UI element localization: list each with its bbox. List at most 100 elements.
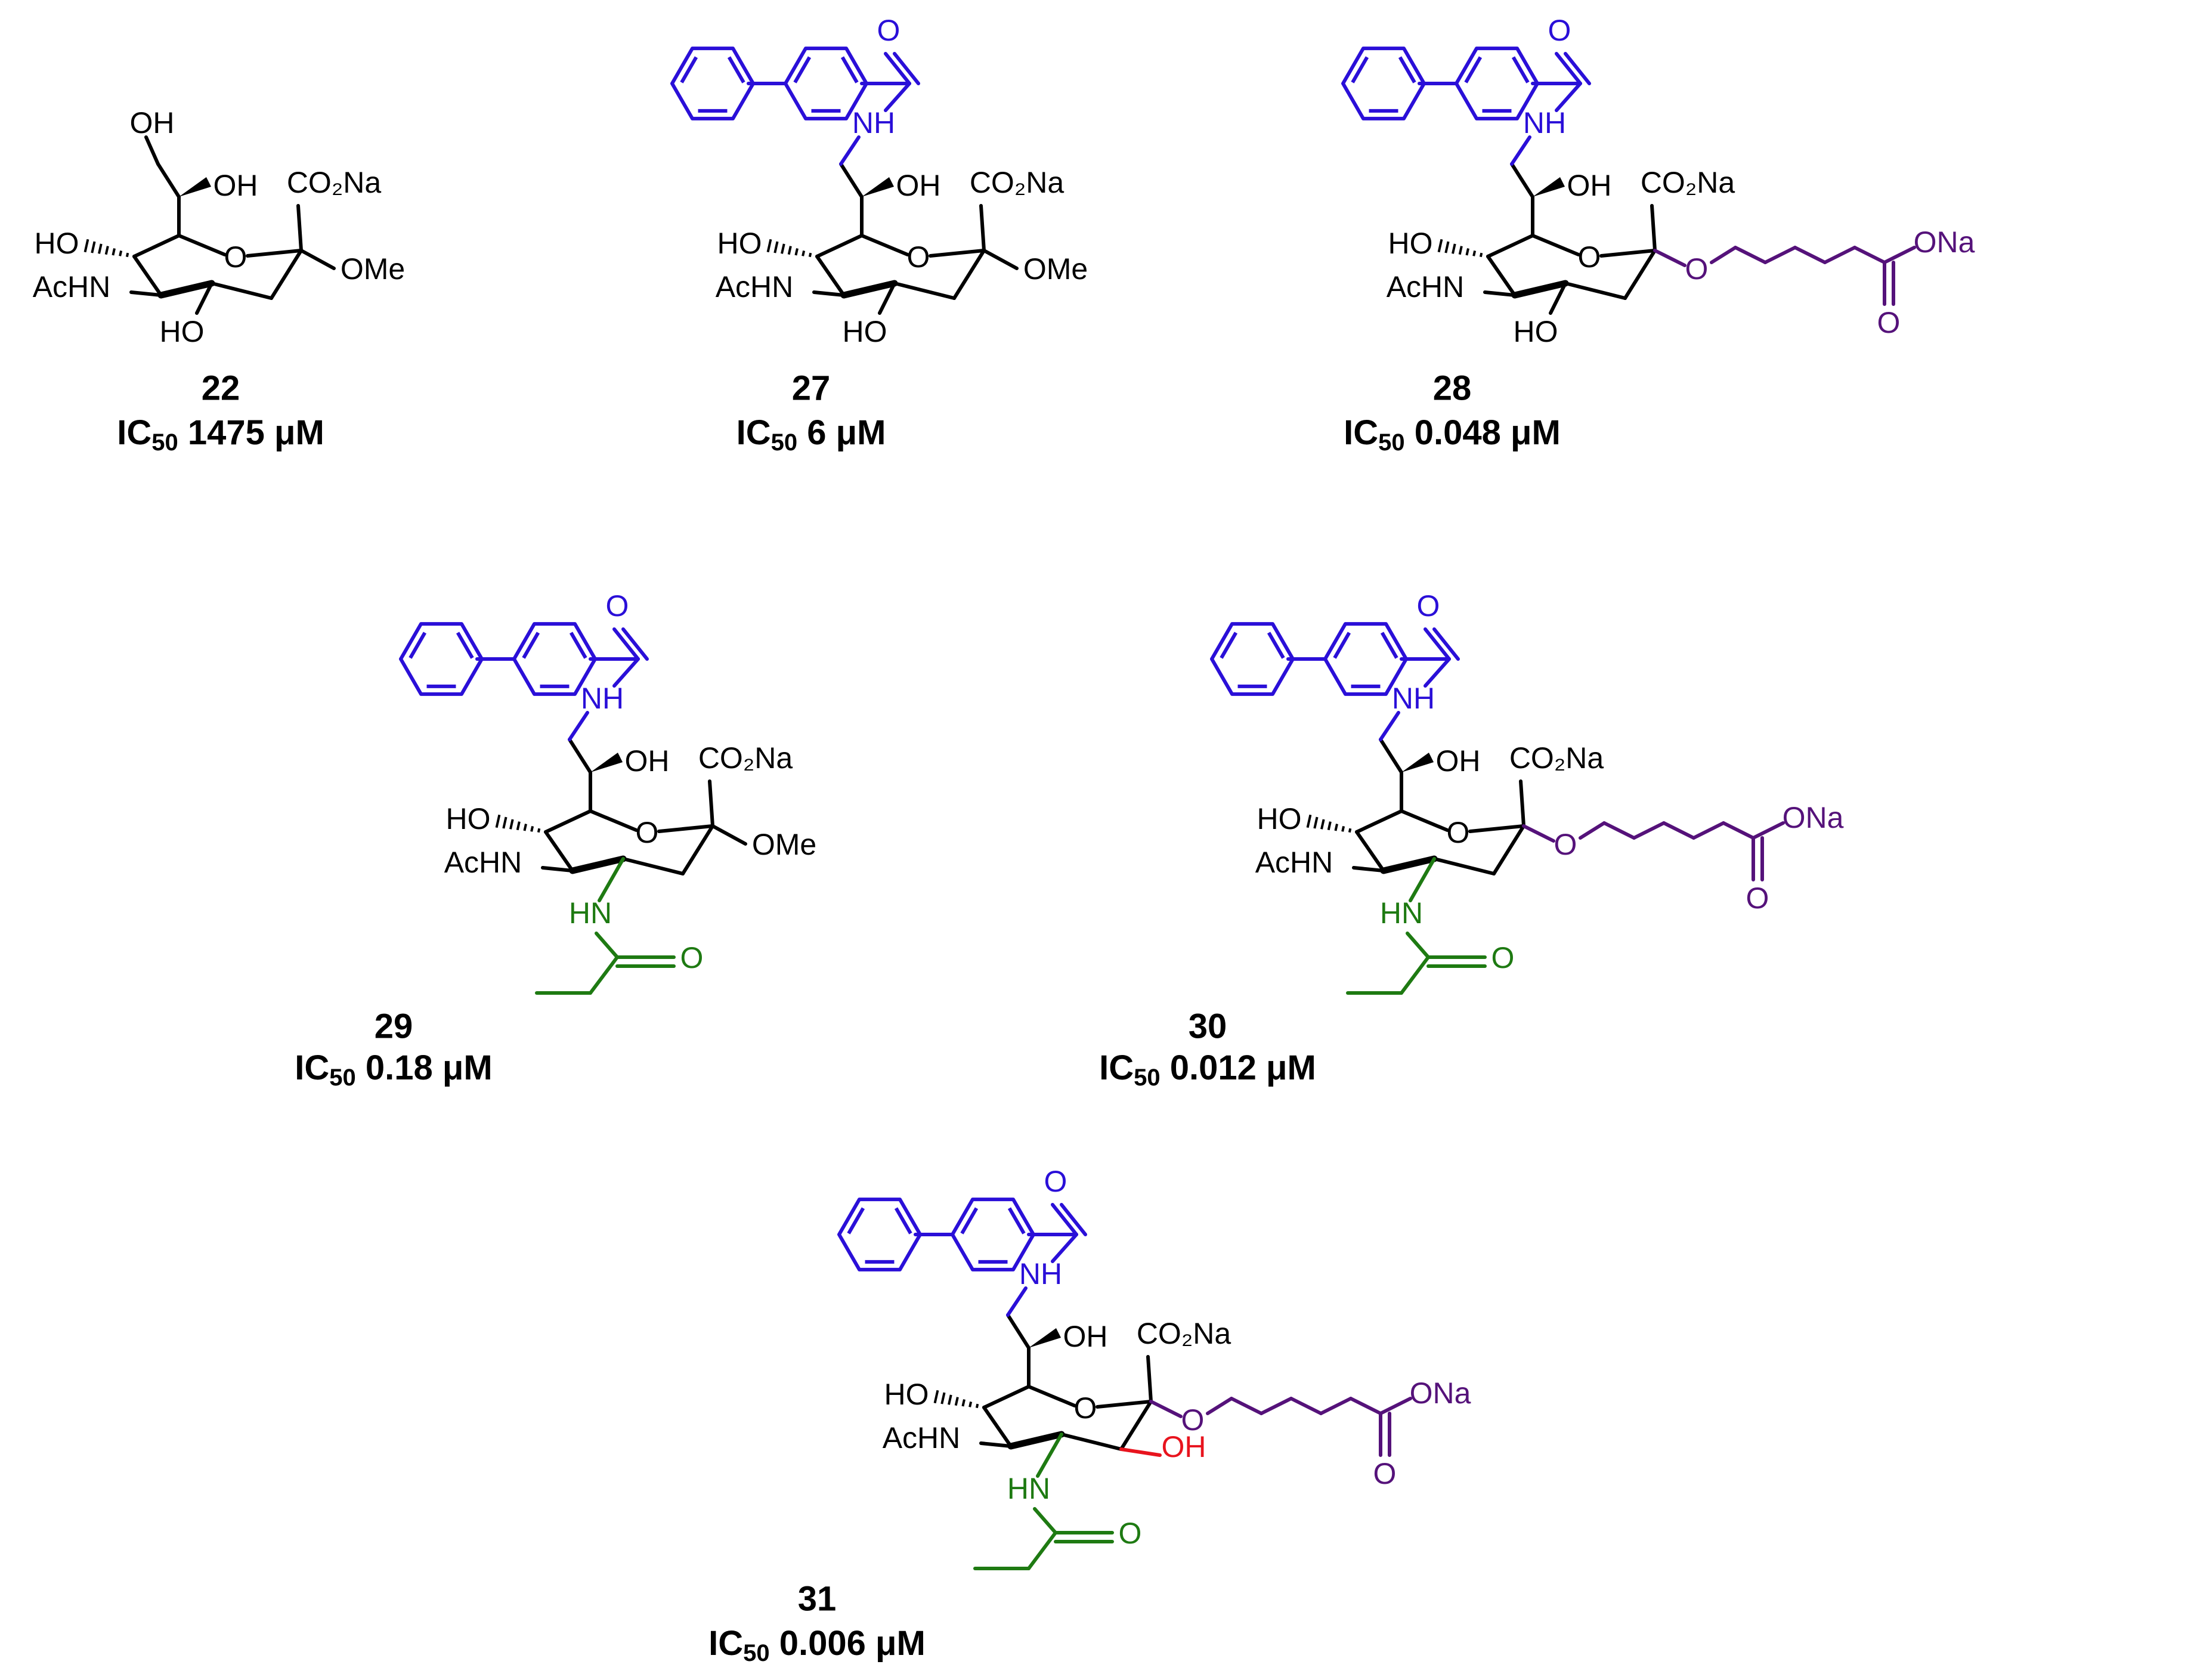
ring-bond bbox=[893, 281, 956, 300]
bond bbox=[1406, 932, 1430, 959]
carbonyl-oxygen-label: O bbox=[1548, 14, 1571, 47]
bond bbox=[812, 290, 846, 297]
carbonyl-oxygen-label: O bbox=[1877, 306, 1901, 339]
hashed-bond bbox=[119, 250, 123, 256]
bond bbox=[1051, 1233, 1078, 1263]
bond bbox=[1260, 1397, 1293, 1415]
ring-bond bbox=[1623, 249, 1657, 300]
ome-label: OMe bbox=[752, 828, 816, 861]
oh-label: OH bbox=[1162, 1430, 1206, 1464]
ho-label: HO bbox=[35, 227, 79, 260]
bond bbox=[1519, 779, 1525, 828]
bond bbox=[1793, 246, 1827, 264]
bond bbox=[598, 857, 625, 902]
bond bbox=[1692, 821, 1725, 840]
hashed-bond bbox=[502, 816, 508, 829]
aromatic-double-bond bbox=[1351, 56, 1369, 83]
achn-label: AcHN bbox=[883, 1421, 961, 1455]
nh-label: NH bbox=[1019, 1257, 1062, 1291]
hashed-bond bbox=[523, 824, 527, 831]
phenyl-ring bbox=[1341, 47, 1426, 120]
ic50-label: IC50 0.18 μM bbox=[295, 1048, 492, 1090]
ring-bond bbox=[1492, 824, 1525, 875]
hashed-bond bbox=[104, 246, 109, 255]
ic50-subscript: 50 bbox=[151, 429, 178, 456]
ic50-value: 1475 μM bbox=[178, 413, 324, 452]
aromatic-double-bond bbox=[1511, 56, 1530, 83]
compound-number: 27 bbox=[792, 369, 831, 407]
bond bbox=[1510, 135, 1531, 166]
wedge-bond bbox=[862, 177, 895, 197]
ring-oxygen-label: O bbox=[907, 240, 930, 274]
carbonyl-oxygen-label: O bbox=[1491, 941, 1515, 974]
wedge-bond bbox=[1401, 752, 1434, 772]
hashed-bond bbox=[1341, 825, 1345, 832]
ome-label: OMe bbox=[1023, 252, 1088, 286]
ic50-prefix: IC bbox=[117, 413, 151, 452]
ether-oxygen-label: O bbox=[1554, 828, 1577, 861]
ring-bond bbox=[589, 809, 638, 832]
wedge-bond bbox=[590, 752, 623, 772]
bold-ring-bond bbox=[157, 280, 215, 299]
aromatic-double-bond bbox=[1267, 632, 1285, 659]
ho-label: HO bbox=[1388, 227, 1433, 260]
hashed-bond bbox=[509, 819, 514, 830]
bond bbox=[589, 955, 619, 995]
bond bbox=[1823, 246, 1856, 264]
bond bbox=[1379, 738, 1403, 774]
ring-bond bbox=[1355, 809, 1403, 834]
bond bbox=[711, 824, 747, 846]
ring-bond bbox=[1027, 1385, 1076, 1407]
ring-bond bbox=[1432, 857, 1496, 875]
bond bbox=[129, 290, 163, 297]
aromatic-double-bond bbox=[727, 56, 745, 83]
co2na-label: CO₂Na bbox=[1509, 741, 1604, 775]
wedge-bond bbox=[1533, 177, 1565, 197]
hashed-bond bbox=[1444, 241, 1450, 253]
bond bbox=[1036, 1433, 1063, 1478]
ring-bond bbox=[982, 1385, 1031, 1409]
compound-number: 29 bbox=[375, 1007, 413, 1045]
ring-bond bbox=[860, 234, 909, 256]
bond bbox=[541, 866, 574, 873]
oh-label: OH bbox=[1567, 169, 1612, 202]
carbonyl-oxygen-label: O bbox=[1373, 1457, 1397, 1490]
bond bbox=[1522, 824, 1555, 843]
ic50-prefix: IC bbox=[1344, 413, 1378, 452]
hashed-bond bbox=[1306, 814, 1312, 828]
ho-label: HO bbox=[843, 315, 887, 348]
ring-bond bbox=[1486, 255, 1517, 297]
carbonyl-oxygen-label: O bbox=[1746, 881, 1769, 915]
bond bbox=[1510, 162, 1534, 199]
wedge-bond bbox=[1029, 1328, 1062, 1348]
ring-bond bbox=[1400, 809, 1449, 832]
achn-label: AcHN bbox=[1387, 270, 1465, 304]
bond bbox=[568, 711, 589, 741]
compound-number: 22 bbox=[202, 369, 240, 407]
ring-bond bbox=[544, 809, 592, 834]
hashed-bond bbox=[961, 1399, 966, 1407]
double-bond bbox=[1060, 1203, 1087, 1236]
phenyl-ring bbox=[1455, 47, 1539, 120]
bond bbox=[1149, 1400, 1183, 1418]
compound-number: 30 bbox=[1189, 1007, 1227, 1045]
bond bbox=[884, 52, 911, 85]
ome-label: OMe bbox=[341, 252, 405, 286]
co2na-label: CO₂Na bbox=[698, 741, 793, 775]
ring-bond bbox=[1531, 234, 1580, 256]
hashed-bond bbox=[83, 239, 89, 253]
aromatic-double-bond bbox=[1007, 1207, 1026, 1235]
oh-label: OH bbox=[625, 744, 670, 778]
co2na-label: CO₂Na bbox=[970, 166, 1064, 199]
hn-label: HN bbox=[1380, 896, 1423, 930]
hashed-bond bbox=[1437, 239, 1443, 253]
ona-label: ONa bbox=[1783, 801, 1844, 834]
bond bbox=[1206, 1397, 1233, 1415]
ic50-label: IC50 1475 μM bbox=[117, 413, 324, 455]
ho-label: HO bbox=[884, 1378, 929, 1411]
hashed-bond bbox=[91, 241, 96, 253]
